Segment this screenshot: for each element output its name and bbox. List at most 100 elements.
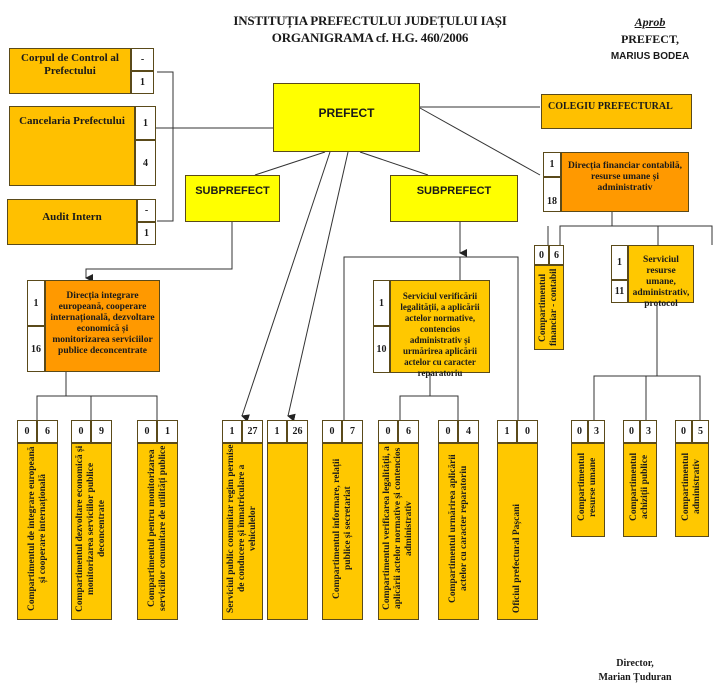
unit-label: Oficiul prefectural Pașcani (512, 503, 522, 613)
integrare-count-bottom: 16 (27, 326, 45, 372)
unit-label: Serviciul public comunitar regim permise… (226, 444, 258, 613)
unit-count-b: 0 (517, 420, 538, 443)
unit-count-b: 7 (342, 420, 363, 443)
unit-box: Compartimentul de integrare europeană și… (17, 443, 58, 620)
cancelaria-count-bottom: 4 (135, 140, 156, 186)
title-line-1: INSTITUȚIA PREFECTULUI JUDEȚULUI IAȘI (233, 13, 507, 28)
signature-name: Marian Țuduran (598, 672, 672, 683)
unit-count-a: 1 (497, 420, 517, 443)
line-spc-permise (241, 151, 331, 423)
unit-count-b: 1 (157, 420, 178, 443)
directia-integrare-label: Direcția integrare europeană, cooperare … (50, 291, 155, 356)
unit-count-a: 0 (675, 420, 692, 443)
unit-box: Compartimentul resurse umane (571, 443, 605, 537)
unit-count-a: 0 (623, 420, 640, 443)
unit-count-a: 0 (71, 420, 91, 443)
corpul-control-count-bottom: 1 (131, 71, 154, 94)
serviciul-resurse-label: Serviciul resurse umane, administrativ, … (632, 255, 690, 309)
financiar-count-top: 1 (543, 152, 561, 177)
cancelaria-count-top: 1 (135, 106, 156, 140)
line-corpul (157, 71, 174, 222)
unit-count-a: 0 (17, 420, 37, 443)
audit-intern-count-top: - (137, 199, 156, 222)
unit-count-b: 3 (640, 420, 657, 443)
comp-financiar-count-b: 6 (549, 245, 564, 265)
approval-block: Aprob PREFECT, MARIUS BODEA (590, 14, 710, 65)
subprefect-left-box: SUBPREFECT (185, 175, 280, 222)
line-subprefect-right (359, 151, 429, 176)
line-spc-2 (287, 151, 349, 422)
title-line-2: ORGANIGRAMA cf. H.G. 460/2006 (271, 30, 469, 45)
comp-financiar-box: Compartimentul financiar - contabil (534, 265, 564, 350)
unit-box: Oficiul prefectural Pașcani (497, 443, 538, 620)
unit-box: Compartimentul urmărirea aplicării actel… (438, 443, 479, 620)
unit-count-b: 5 (692, 420, 709, 443)
corpul-control-box: Corpul de Control al Prefectului (9, 48, 131, 94)
unit-count-b: 6 (398, 420, 419, 443)
directia-integrare-box: Direcția integrare europeană, cooperare … (45, 280, 160, 372)
prefect-label: PREFECT (318, 106, 375, 120)
verificare-count-bottom: 10 (373, 326, 390, 373)
cancelaria-label: Cancelaria Prefectului (19, 115, 125, 127)
signature-block: Director, Marian Țuduran (590, 657, 680, 685)
unit-count-b: 3 (588, 420, 605, 443)
unit-box: Compartimentul dezvoltare economică și m… (71, 443, 112, 620)
corpul-control-label: Corpul de Control al Prefectului (21, 52, 119, 77)
serviciul-verificare-box: Serviciul verificării legalității, a apl… (390, 280, 490, 378)
unit-label: Compartimentul verificarea legalității, … (382, 446, 414, 611)
unit-label: Compartimentul dezvoltare economică și m… (75, 445, 107, 612)
line-integrare (85, 222, 233, 282)
prefect-box: PREFECT (273, 83, 420, 152)
line-financiar (419, 107, 541, 176)
cancelaria-box: Cancelaria Prefectului (9, 106, 135, 186)
unit-label: Compartimentul urmărirea aplicării actel… (447, 454, 469, 603)
directia-financiar-box: Direcția financiar contabilă, resurse um… (561, 152, 689, 212)
unit-box: Compartimentul pentru monitorizarea serv… (137, 443, 178, 620)
colegiu-prefectural-box: COLEGIU PREFECTURAL (541, 94, 692, 129)
unit-count-b: 6 (37, 420, 58, 443)
resurse-count-top: 1 (611, 245, 628, 280)
comp-financiar-count-a: 0 (534, 245, 549, 265)
serviciul-resurse-box: Serviciul resurse umane, administrativ, … (628, 245, 694, 309)
unit-label: Compartimentul de integrare europeană și… (26, 446, 48, 611)
unit-count-a: 0 (438, 420, 458, 443)
line-right-branch (343, 256, 519, 425)
unit-count-b: 4 (458, 420, 479, 443)
document-title: INSTITUȚIA PREFECTULUI JUDEȚULUI IAȘI OR… (200, 12, 540, 46)
audit-intern-box: Audit Intern (7, 199, 137, 245)
integrare-count-top: 1 (27, 280, 45, 326)
unit-box: Compartimentul achiziții publice (623, 443, 657, 537)
unit-count-a: 0 (322, 420, 342, 443)
subprefect-right-box: SUBPREFECT (390, 175, 518, 222)
unit-box (267, 443, 308, 620)
unit-label: Compartimentul administrativ (681, 452, 702, 522)
unit-box: Compartimentul informare, relații public… (322, 443, 363, 620)
approval-label: Aprob (634, 15, 666, 29)
signature-role: Director, (616, 658, 654, 669)
comp-financiar-label: Compartimentul financiar - contabil (538, 268, 559, 347)
unit-box: Serviciul public comunitar regim permise… (222, 443, 263, 620)
unit-count-b: 26 (287, 420, 308, 443)
subprefect-right-label: SUBPREFECT (416, 185, 492, 197)
unit-count-a: 1 (222, 420, 242, 443)
resurse-count-bottom: 11 (611, 280, 628, 303)
subprefect-left-label: SUBPREFECT (195, 185, 270, 197)
unit-label: Compartimentul achiziții publice (629, 452, 650, 522)
serviciul-verificare-label: Serviciul verificării legalității, a apl… (400, 291, 480, 378)
financiar-count-bottom: 18 (543, 177, 561, 212)
colegiu-prefectural-label: COLEGIU PREFECTURAL (548, 101, 673, 112)
unit-box: Compartimentul verificarea legalității, … (378, 443, 419, 620)
unit-count-b: 9 (91, 420, 112, 443)
approval-role: PREFECT, (620, 32, 680, 46)
verificare-count-top: 1 (373, 280, 390, 326)
unit-box: Compartimentul administrativ (675, 443, 709, 537)
unit-label: Compartimentul informare, relații public… (331, 458, 353, 599)
audit-intern-count-bottom: 1 (137, 222, 156, 245)
unit-count-a: 0 (378, 420, 398, 443)
unit-count-a: 1 (267, 420, 287, 443)
unit-count-b: 27 (242, 420, 263, 443)
unit-count-a: 0 (571, 420, 588, 443)
unit-label: Compartimentul resurse umane (577, 452, 598, 522)
unit-label: Compartimentul pentru monitorizarea serv… (146, 445, 168, 612)
